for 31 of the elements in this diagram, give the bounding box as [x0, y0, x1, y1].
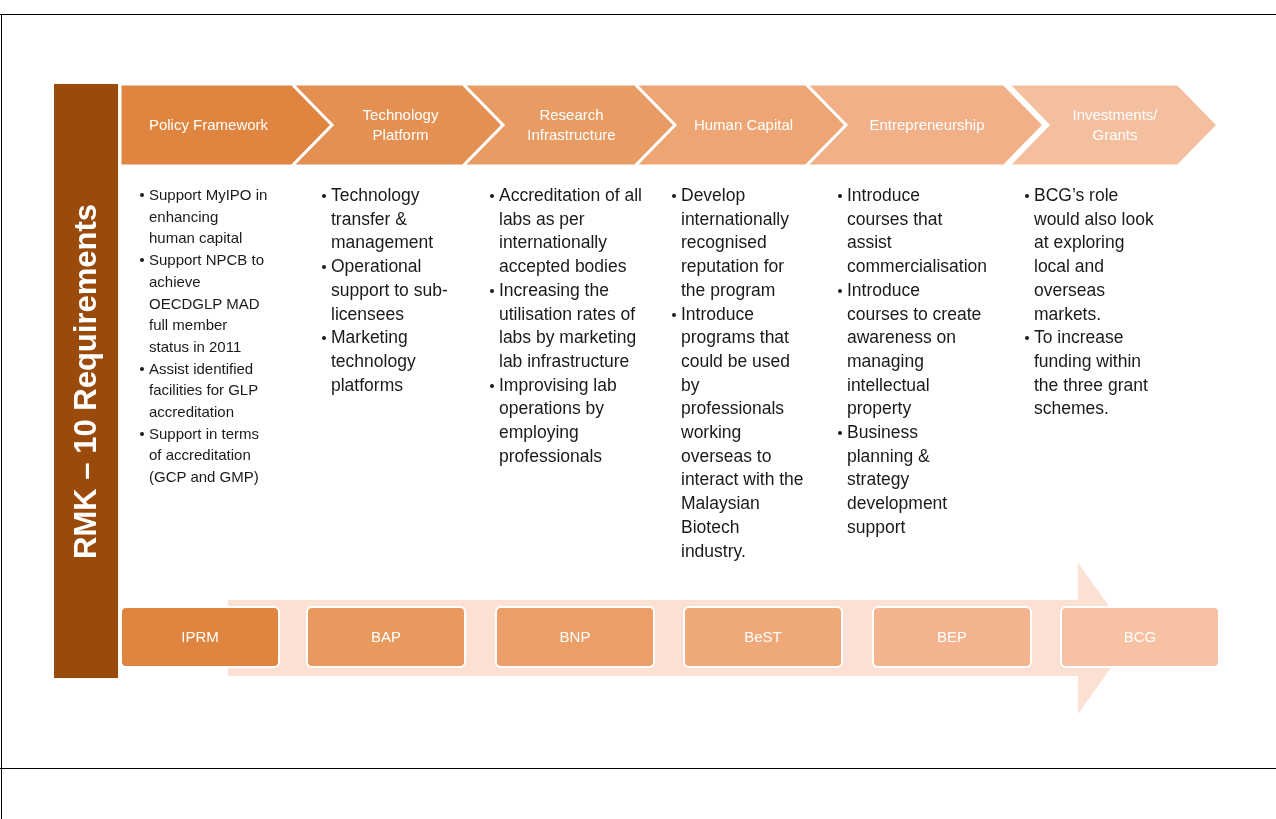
- bullet-text: Support NPCB to achieve OECDGLP MAD full member status in 2011: [140, 249, 268, 358]
- bullet-text: Introduce courses that assist commercialisation: [838, 184, 986, 279]
- program-box: BNP: [495, 606, 655, 668]
- bullet-text: Accreditation of all labs as per internationally accepted bodies: [490, 184, 642, 279]
- bullet-text: Support MyIPO in enhancing human capital: [140, 184, 268, 250]
- requirements-band: RMK – 10 Requirements: [54, 84, 118, 678]
- program-box: IPRM: [120, 606, 280, 668]
- bullet-text: Increasing the utilisation rates of labs by marketing lab infrastructure: [490, 278, 642, 374]
- step-title: Entrepreneurship: [869, 115, 985, 135]
- program-box: BCG: [1060, 606, 1220, 668]
- bullet-text: Improvising lab operations by employing professionals: [490, 373, 642, 469]
- step-title: Human Capital: [693, 115, 794, 135]
- bullet-text: Introduce courses to create awareness on managing intellectual property: [838, 278, 986, 422]
- program-box: BEP: [872, 606, 1032, 668]
- program-box: BAP: [306, 606, 466, 668]
- bullet-text: Business planning & strategy development support: [838, 421, 986, 540]
- bullet-text: Operational support to sub-licensees: [322, 255, 457, 327]
- bullet-text: Support in terms of accreditation (GCP and GMP): [140, 422, 268, 488]
- bullet-text: Technology transfer & management: [322, 184, 457, 256]
- bullet-text: Develop internationally recognised reputation for the program: [672, 184, 807, 303]
- step-title: Research Infrastructure: [526, 105, 617, 145]
- chevron-step: [806, 84, 1044, 166]
- chevron-step: [1008, 84, 1218, 166]
- bullet-text: BCG’s role would also look at exploring local and overseas markets.: [1025, 184, 1165, 327]
- bullet-text: Introduce programs that could be used by professionals working overseas to interact with the Malaysian Biotech industry.: [672, 302, 807, 564]
- program-box: BeST: [683, 606, 843, 668]
- bullet-text: Assist identified facilities for GLP accreditation: [140, 357, 268, 423]
- bullet-text: To increase funding within the three grant schemes.: [1025, 326, 1165, 422]
- step-title: Investments/ Grants: [1071, 105, 1159, 145]
- step-title: Technology Platform: [361, 105, 440, 145]
- bullet-text: Marketing technology platforms: [322, 326, 457, 398]
